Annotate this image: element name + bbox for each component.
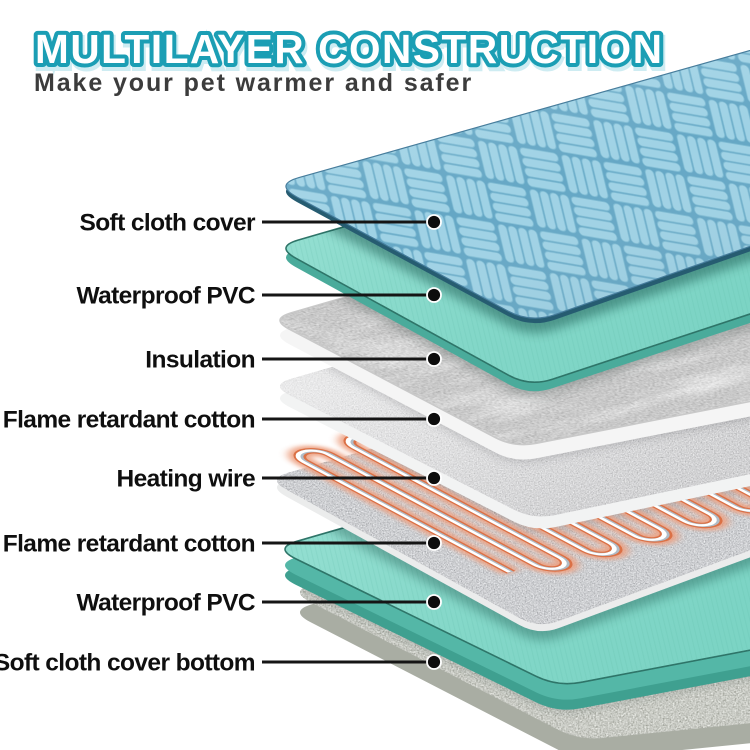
svg-text:MULTILAYER CONSTRUCTION: MULTILAYER CONSTRUCTION	[35, 26, 664, 72]
svg-text:Make your pet warmer and safer: Make your pet warmer and safer	[34, 69, 473, 97]
svg-text:Soft cloth cover: Soft cloth cover	[79, 210, 256, 237]
svg-text:Soft cloth cover bottom: Soft cloth cover bottom	[0, 650, 255, 677]
svg-text:Insulation: Insulation	[145, 347, 255, 374]
svg-text:Waterproof PVC: Waterproof PVC	[76, 590, 255, 617]
svg-text:Flame retardant cotton: Flame retardant cotton	[3, 407, 255, 434]
svg-text:Waterproof PVC: Waterproof PVC	[76, 283, 255, 310]
svg-text:Flame retardant cotton: Flame retardant cotton	[3, 531, 255, 558]
svg-text:MULTILAYER CONSTRUCTION: MULTILAYER CONSTRUCTION	[37, 30, 666, 76]
svg-text:Heating wire: Heating wire	[117, 466, 255, 493]
